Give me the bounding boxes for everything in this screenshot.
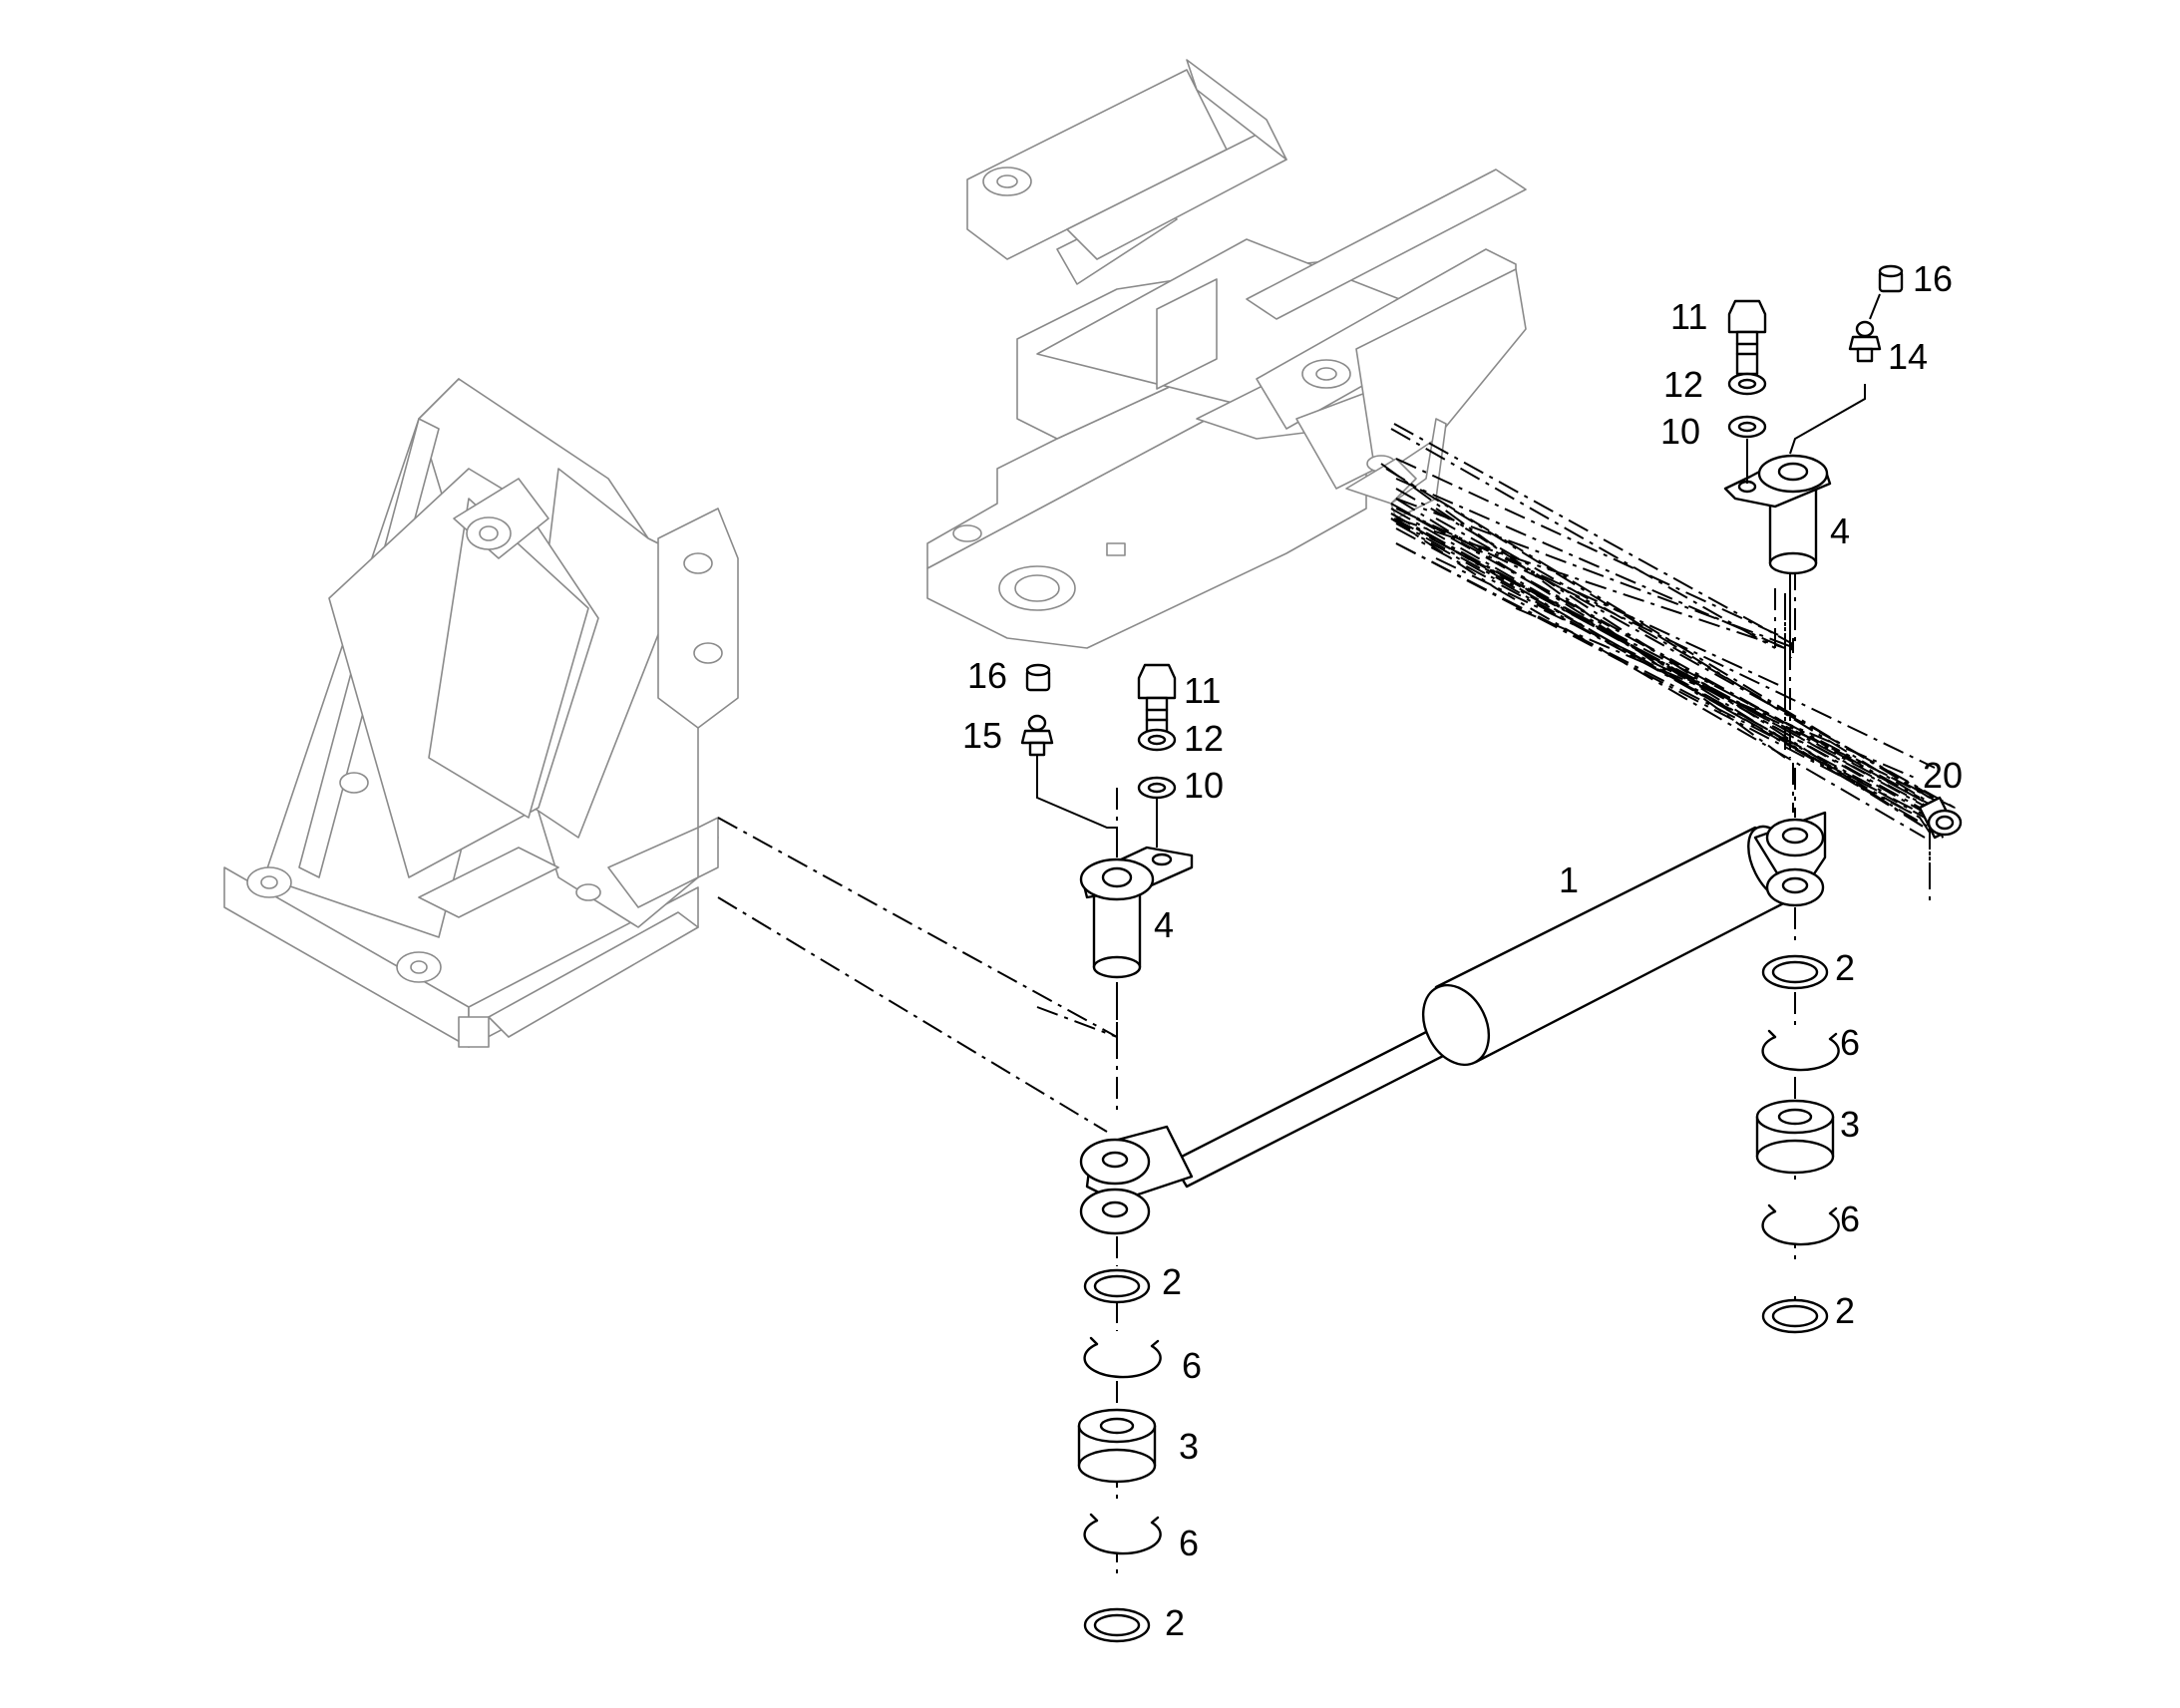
callout-3: 3 (1179, 1426, 1199, 1467)
pin-assembly-left (1020, 663, 1194, 979)
circlip-6-right-bottom (1761, 1209, 1840, 1246)
callout-14: 14 (1888, 336, 1928, 377)
callout-12: 12 (1184, 718, 1224, 759)
callout-20: 20 (1923, 755, 1963, 796)
bolt-11-left (1137, 663, 1177, 745)
callout-1: 1 (1559, 859, 1579, 900)
pin-assembly-right (1723, 264, 1904, 575)
callout-12: 12 (1663, 364, 1703, 405)
callout-2: 2 (1165, 1602, 1185, 1643)
bearing-3-right (1755, 1099, 1835, 1175)
callout-16: 16 (1913, 258, 1953, 299)
callout-10: 10 (1660, 411, 1700, 452)
washer-10-right (1727, 415, 1767, 439)
bearing-3-left (1077, 1408, 1157, 1484)
washer-12-right (1727, 372, 1767, 396)
bearing-stack-right (1755, 954, 1840, 1334)
circlip-6-left-bottom (1083, 1519, 1162, 1555)
callout-6: 6 (1840, 1022, 1860, 1063)
callout-4: 4 (1154, 904, 1174, 945)
callout-2: 2 (1835, 947, 1855, 988)
bolt-11-right (1727, 299, 1767, 376)
cylinder-barrel (1434, 826, 1797, 1064)
callout-4: 4 (1830, 511, 1850, 551)
callout-15: 15 (962, 715, 1002, 756)
callout-16: 16 (967, 655, 1007, 696)
bushing-20 (1918, 796, 1963, 840)
callout-2: 2 (1835, 1290, 1855, 1331)
washer-10-left (1137, 776, 1177, 800)
grease-nipple-14 (1848, 320, 1882, 363)
callout-10: 10 (1184, 765, 1224, 806)
callout-6: 6 (1840, 1198, 1860, 1239)
bearing-stack-left (1077, 1268, 1162, 1643)
cylinder-rod (1170, 1025, 1453, 1189)
washer-12-left (1137, 728, 1177, 752)
callout-2: 2 (1162, 1261, 1182, 1302)
assembly-centerlines (717, 428, 1956, 1177)
callout-6: 6 (1182, 1345, 1202, 1386)
part-axes (1036, 423, 1956, 1575)
callout-3: 3 (1840, 1104, 1860, 1145)
callout-labels: 1 2 2 2 2 3 3 4 4 6 6 6 6 10 10 11 11 12… (962, 258, 1963, 1643)
front-chassis-frame (223, 378, 739, 1048)
circlip-6-left-top (1083, 1342, 1162, 1379)
steering-cylinder (1079, 768, 1827, 1235)
rear-chassis-frame (926, 59, 1527, 649)
callout-11: 11 (1670, 296, 1707, 337)
callout-11: 11 (1184, 670, 1221, 711)
grease-nipple-15 (1020, 714, 1054, 757)
callout-6: 6 (1179, 1523, 1199, 1563)
circlip-6-right-top (1761, 1035, 1840, 1072)
